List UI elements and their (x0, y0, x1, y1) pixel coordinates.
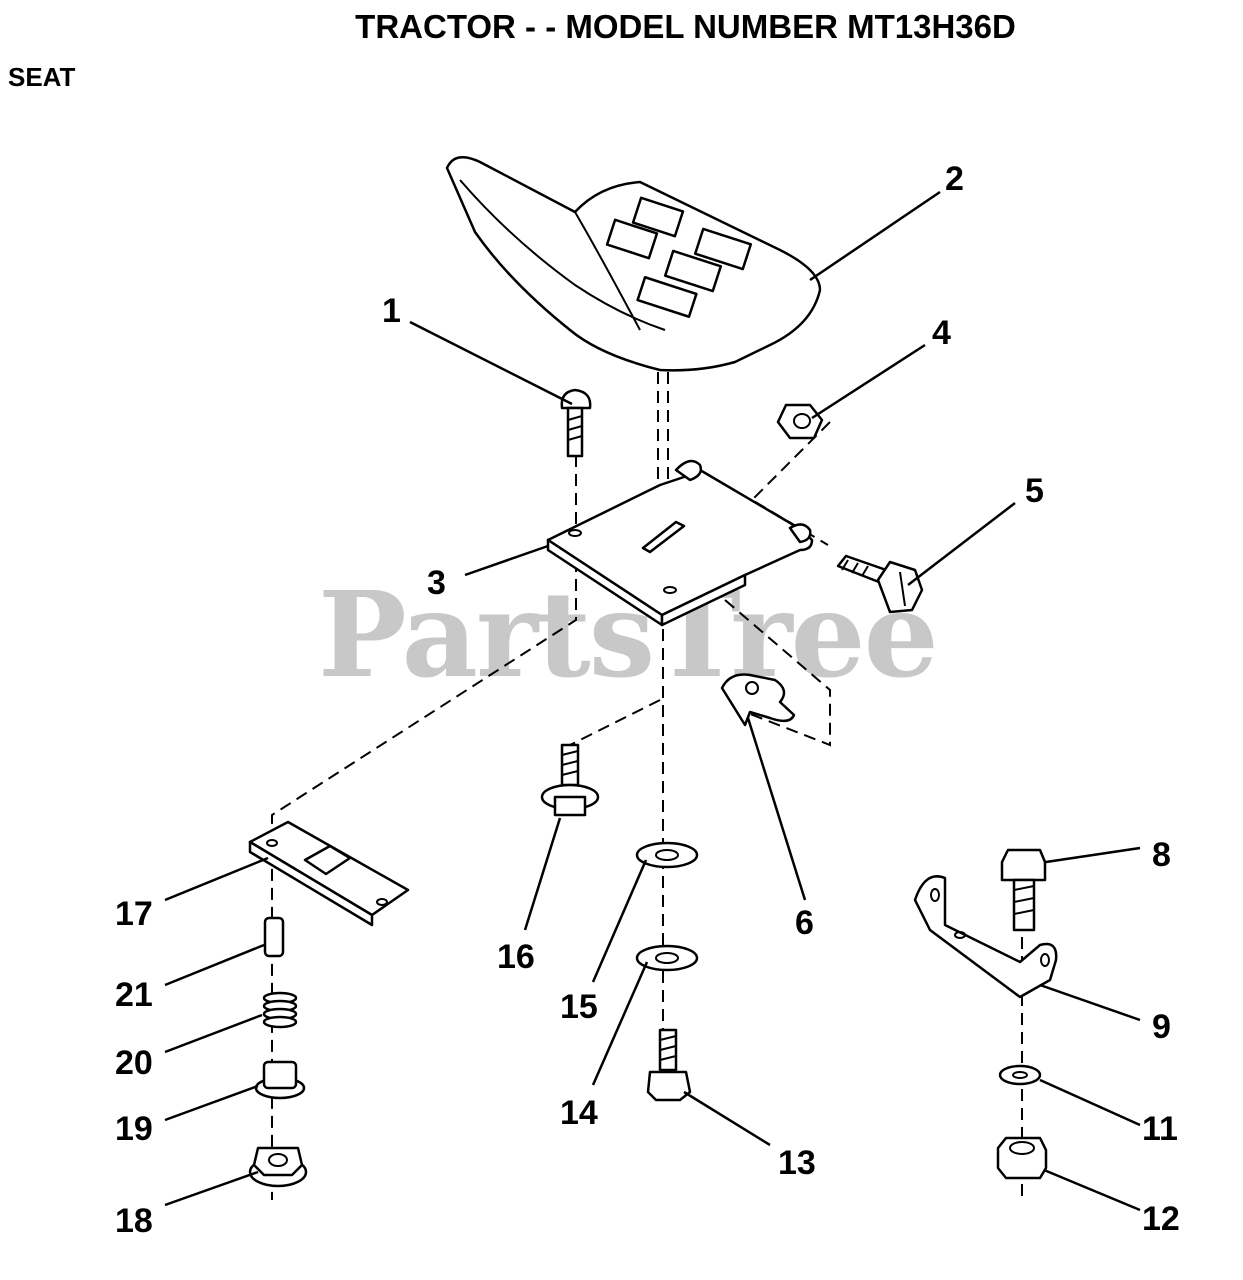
callout-3: 3 (427, 564, 446, 602)
callout-1: 1 (382, 292, 401, 330)
callout-11: 11 (1142, 1110, 1178, 1148)
hex-nut-part (776, 403, 824, 440)
callout-15: 15 (560, 988, 598, 1026)
callout-5: 5 (1025, 472, 1044, 510)
callout-4: 4 (932, 314, 951, 352)
callout-2: 2 (945, 160, 964, 198)
page-title: TRACTOR - - MODEL NUMBER MT13H36D (355, 8, 1016, 45)
callout-17: 17 (115, 895, 153, 933)
hex-bolt-part (1000, 848, 1047, 932)
callout-20: 20 (115, 1044, 153, 1082)
lock-washer-part (998, 1064, 1042, 1086)
callout-9: 9 (1152, 1008, 1171, 1046)
bushing-part (254, 1060, 306, 1100)
bracket-part (913, 875, 1058, 999)
callout-19: 19 (115, 1110, 153, 1148)
callout-12: 12 (1142, 1200, 1180, 1238)
callout-16: 16 (497, 938, 535, 976)
seat-bracket-part (546, 459, 814, 627)
callout-18: 18 (115, 1202, 153, 1240)
washer-part (635, 944, 699, 972)
callout-6: 6 (795, 904, 814, 942)
callout-14: 14 (560, 1094, 598, 1132)
clip-part (720, 673, 796, 727)
washer-part (635, 841, 699, 869)
flange-bolt-part (540, 743, 600, 817)
section-label: SEAT (8, 62, 76, 92)
callout-21: 21 (115, 976, 153, 1014)
spring-part (262, 991, 298, 1029)
flange-nut-part (248, 1146, 308, 1188)
callout-8: 8 (1152, 836, 1171, 874)
lock-nut-part (996, 1136, 1048, 1180)
seat-part (445, 155, 822, 372)
hex-bolt-part (646, 1028, 692, 1102)
shoulder-bolt-part (836, 554, 924, 614)
leader-lines (164, 190, 1141, 1212)
pin-part (263, 916, 285, 958)
callout-13: 13 (778, 1144, 816, 1182)
latch-plate-part (248, 820, 410, 927)
